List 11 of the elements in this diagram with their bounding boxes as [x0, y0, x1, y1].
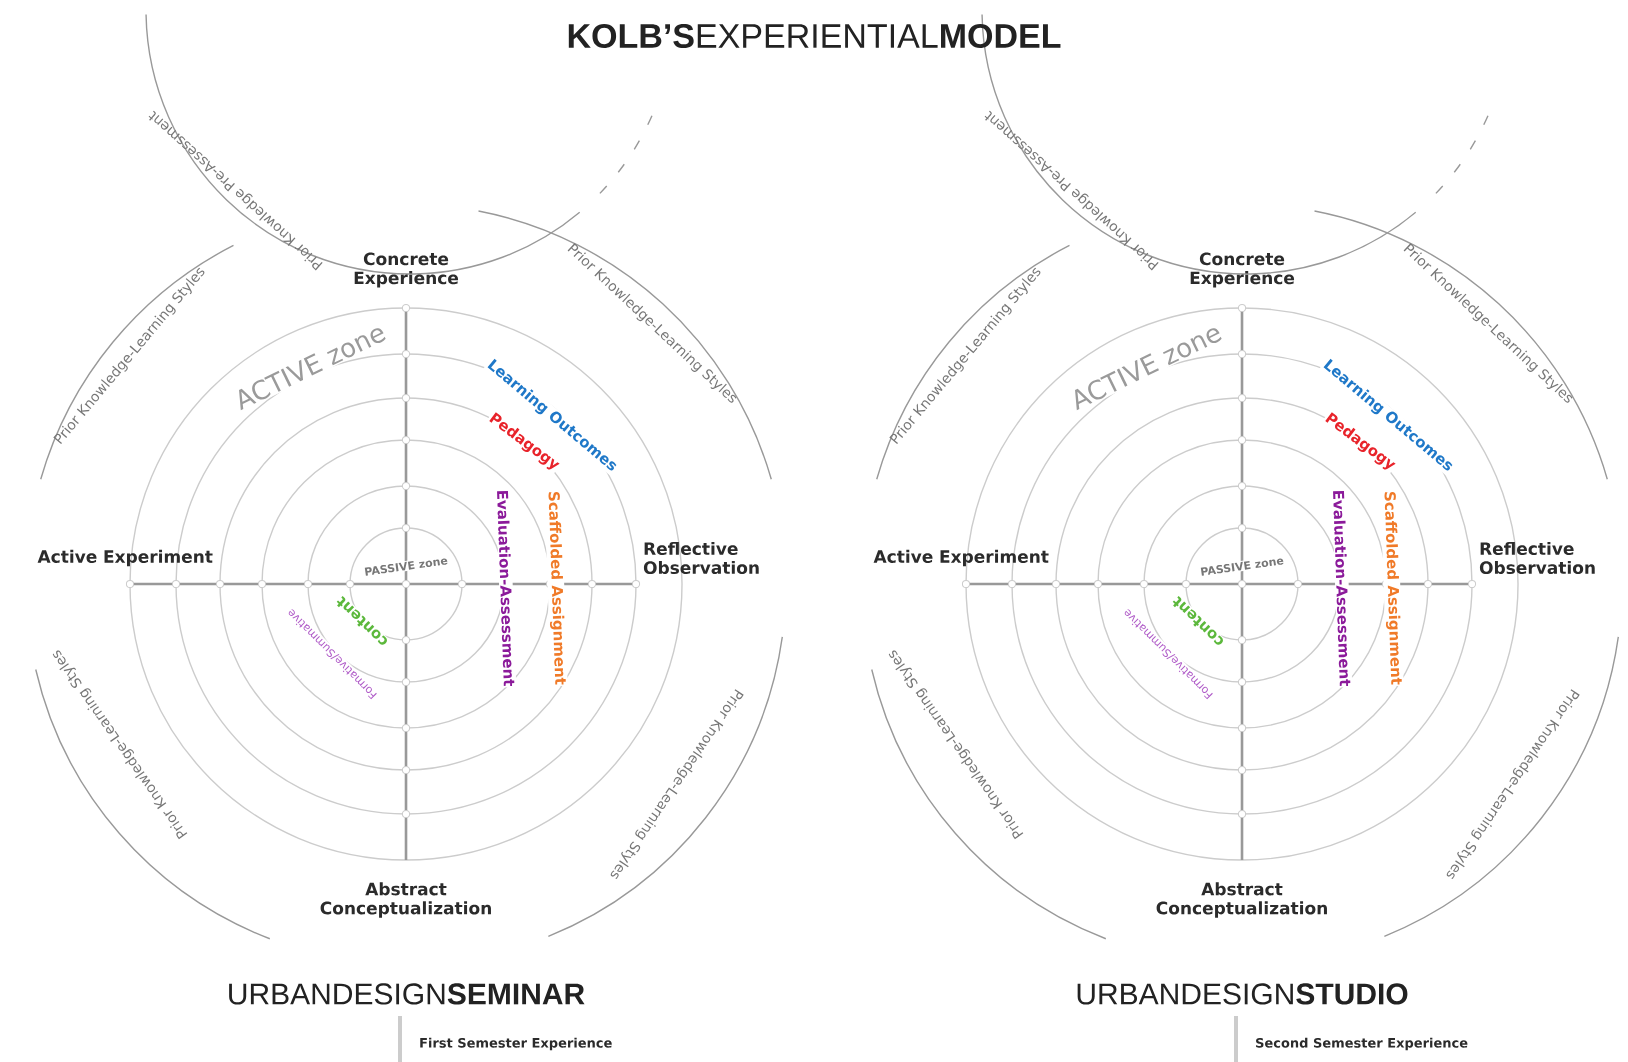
axis-label: Concrete Experience: [1190, 252, 1295, 288]
panel-title: URBANDESIGNSEMINAR: [229, 983, 585, 1005]
axis-label: Active Experiment: [37, 549, 213, 567]
axis-label: Abstract Conceptualization: [320, 882, 491, 918]
axis-label: Abstract Conceptualization: [1156, 882, 1327, 918]
axis-label: Concrete Experience: [354, 252, 459, 288]
axis-label: Reflective Observation: [1479, 541, 1595, 575]
axis-label: Reflective Observation: [643, 541, 759, 575]
panel-title: URBANDESIGNSTUDIO: [1077, 983, 1408, 1005]
axis-label: Active Experiment: [873, 549, 1049, 567]
title: KOLB’SEXPERIENTIALMODEL: [568, 23, 1061, 49]
